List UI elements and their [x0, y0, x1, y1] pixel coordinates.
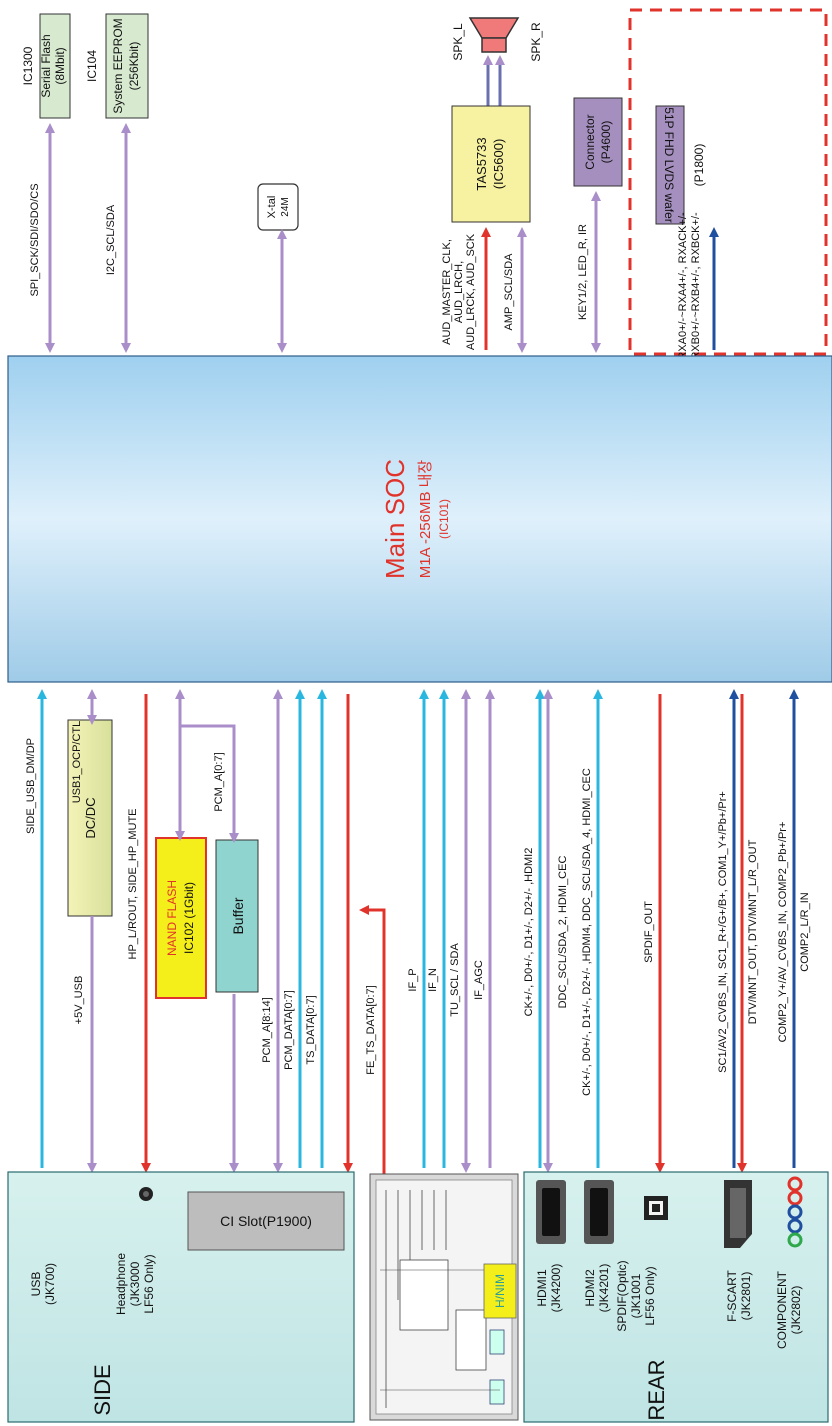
flash-ref: IC1300 [21, 46, 35, 85]
hdmi4-label: CK+/-, D0+/-, D1+/-, D2+/- ,HDMI4, DDC_S… [581, 768, 593, 1096]
optical-port-icon [644, 1196, 668, 1220]
hdmi1-ref: (JK4200) [549, 1264, 563, 1313]
dtv-label: DTV/MNT_OUT, DTV/MNT_L/R_OUT [747, 839, 759, 1024]
flash-size: (8Mbit) [53, 47, 67, 84]
crystal-oscillator: X-tal 24M [257, 183, 299, 231]
rear-title: REAR [644, 1359, 669, 1420]
soc-ref: (IC101) [437, 499, 451, 539]
hdmi1-label: HDMI1 [535, 1269, 549, 1307]
eeprom-size: (256Kbit) [127, 42, 141, 91]
hp-jack-note: LF56 Only) [142, 1254, 156, 1313]
rear-panel: REAR HDMI1 (JK4200) HDMI2 (JK4201) [523, 1171, 829, 1423]
lvds-label-1: RXA0+/-~RXA4+/-, RXACK+/- [677, 212, 689, 360]
hp-jack-label: Headphone [114, 1253, 128, 1315]
connector-name: Connector [583, 114, 597, 169]
amp-ref: (IC5600) [491, 139, 506, 190]
if-agc-label: IF_AGC [473, 960, 485, 1000]
eeprom-name: System EEPROM [111, 18, 125, 113]
hnim-label: H/NIM [493, 1274, 507, 1308]
component-label: COMPONENT [775, 1270, 789, 1349]
nand-flash-chip: NAND FLASH IC102 (1Gbit) [155, 837, 207, 999]
main-soc-block: Main SOC M1A -256MB 내장 (IC101) [7, 355, 832, 683]
flash-name: Serial Flash [39, 34, 53, 97]
component-jacks-icon [787, 1176, 803, 1248]
spdif-port-ref: (JK1001 [629, 1273, 643, 1318]
buffer-label: Buffer [230, 897, 246, 934]
audio-amp-chip: TAS5733 (IC5600) [451, 105, 531, 223]
key-label: KEY1/2, LED_R, IR [577, 224, 589, 320]
fscart-ref: (JK2801) [739, 1272, 753, 1321]
pcm-a814-label: PCM_A[8:14] [261, 997, 273, 1062]
usb-label: USB [29, 1272, 43, 1297]
component-ref: (JK2802) [789, 1286, 803, 1335]
amp-i2c-label: AMP_SCL/SDA [503, 253, 515, 331]
comp2-lr-label: COMP2_L/R_IN [799, 892, 811, 972]
system-eeprom-chip: System EEPROM (256Kbit) [105, 13, 149, 119]
dcdc-label: DC/DC [83, 797, 98, 838]
usb-ref: (JK700) [43, 1263, 57, 1305]
if-p-label: IF_P [407, 968, 419, 991]
lvds-dashed-group [628, 8, 828, 356]
ci-slot-label: CI Slot(P1900) [220, 1213, 312, 1229]
hdmi2-label: CK+/-, D0+/-, D1+/-, D2+/- ,HDMI2 [523, 848, 535, 1017]
nand-label-2: IC102 (1Gbit) [182, 882, 196, 954]
v5-usb-label: +5V_USB [73, 976, 85, 1025]
soc-subtitle: M1A -256MB 내장 [417, 460, 434, 579]
tuner-panel: H/NIM [369, 1173, 519, 1421]
spdif-port-label: SPDIF(Optic) [615, 1260, 629, 1331]
scart-port-icon [724, 1180, 752, 1248]
xtal-name: X-tal [266, 196, 278, 219]
side-title: SIDE [90, 1364, 115, 1415]
hdmi2-port-icon [584, 1180, 614, 1244]
lvds-connector: 51P FHD LVDS wafer [655, 105, 685, 225]
nand-label-1: NAND FLASH [165, 880, 179, 956]
aud-label-3: AUD_LRCK, AUD_SCK [465, 233, 477, 350]
lvds-ref: (P1800) [692, 144, 706, 187]
aud-label-2: AUD_LRCH, [453, 261, 465, 323]
speaker-icon [468, 17, 520, 53]
hp-jack-ref: (JK3000 [128, 1261, 142, 1306]
spk-l-label: SPK_L [451, 23, 465, 61]
ddc2-label: DDC_SCL/SDA_2, HDMI_CEC [557, 856, 569, 1009]
side-panel: SIDE USB (JK700) Headphone (JK3000 LF56 … [7, 1171, 355, 1423]
hp-label: HP_L/ROUT, SIDE_HP_MUTE [127, 809, 139, 960]
i2c-label: I2C_SCL/SDA [105, 204, 117, 275]
side-usb-label: SIDE_USB_DM/DP [25, 738, 37, 834]
soc-title: Main SOC [380, 459, 410, 579]
hdmi2-port-ref: (JK4201) [597, 1264, 611, 1313]
fe-ts-arrow [359, 905, 386, 1180]
lvds-name: 51P FHD LVDS wafer [662, 107, 676, 223]
hdmi2-port-label: HDMI2 [583, 1269, 597, 1307]
spdif-label: SPDIF_OUT [643, 901, 655, 963]
comp2-label: COMP2_Y+/AV_CVBS_IN, COMP2_Pb+/Pr+ [777, 822, 789, 1043]
connector-chip: Connector (P4600) [573, 97, 623, 187]
amp-name: TAS5733 [474, 137, 489, 190]
dcdc-converter-block: DC/DC [67, 719, 113, 917]
serial-flash-chip: Serial Flash (8Mbit) [39, 13, 71, 119]
fscart-label: F-SCART [725, 1269, 739, 1321]
buffer-block: Buffer [215, 839, 259, 993]
hnim-badge [483, 1263, 517, 1319]
pcm-a07-label: PCM_A[0:7] [213, 752, 225, 811]
if-n-label: IF_N [427, 968, 439, 992]
spdif-port-note: LF56 Only) [643, 1266, 657, 1325]
headphone-jack-icon [139, 1187, 153, 1201]
aud-label-1: AUD_MASTER_CLK, [441, 239, 453, 345]
tu-scl-label: TU_SCL / SDA [449, 943, 461, 1017]
connector-ref: (P4600) [599, 121, 613, 164]
ci-slot-box [187, 1191, 345, 1251]
spk-r-label: SPK_R [529, 22, 543, 62]
usb-ocp-label: USB1_OCP/CTL [71, 721, 83, 804]
xtal-freq: 24M [280, 197, 291, 216]
sc1-label: SC1/AV2_CVBS_IN, SC1_R+/G+/B+, COM1_Y+/P… [717, 791, 729, 1073]
spi-label: SPI_SCK/SDI/SDO/CS [29, 183, 41, 296]
lvds-label-2: RXB0+/-~RXB4+/-, RXBCK+/- [690, 212, 702, 360]
ts-data-label: TS_DATA[0:7] [305, 995, 317, 1064]
hdmi1-port-icon [536, 1180, 566, 1244]
pcm-data-label: PCM_DATA[0:7] [283, 990, 295, 1070]
eeprom-ref: IC104 [85, 50, 99, 82]
fe-ts-label: FE_TS_DATA[0:7] [365, 985, 377, 1074]
pcm-a-branch-arrow [180, 724, 239, 843]
